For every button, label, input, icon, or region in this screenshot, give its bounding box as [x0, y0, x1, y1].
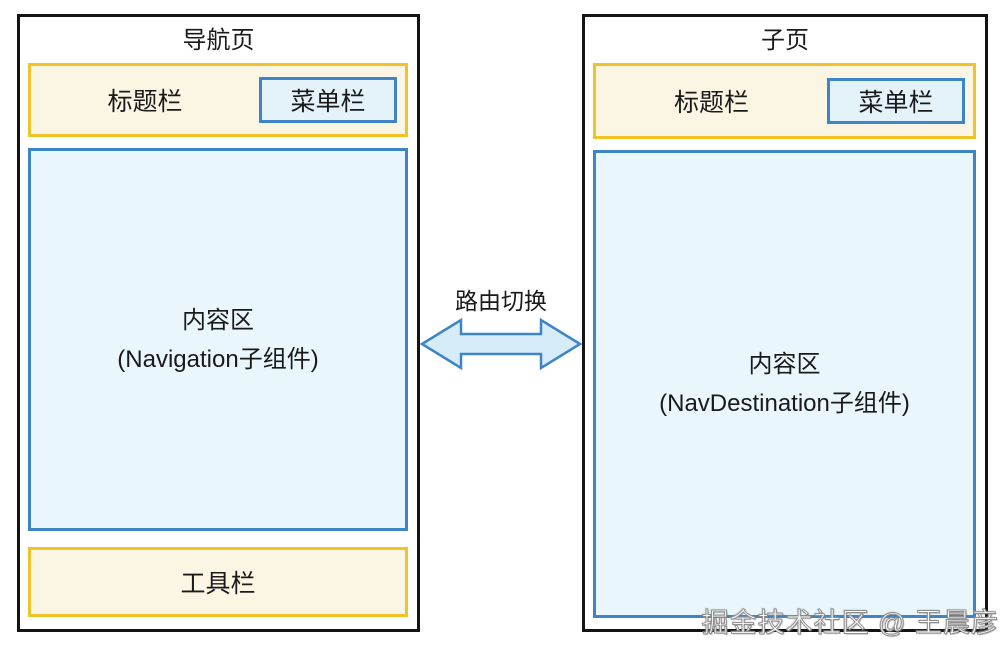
- navigation-page-panel: 导航页 标题栏 菜单栏 内容区 (Navigation子组件) 工具栏: [17, 14, 420, 632]
- route-switch-connector: 路由切换: [420, 288, 582, 370]
- double-arrow-icon: [420, 318, 582, 370]
- right-content-line2: (NavDestination子组件): [659, 390, 910, 417]
- right-title-bar-label: 标题栏: [673, 89, 749, 117]
- right-content-line1: 内容区: [748, 351, 821, 378]
- right-menu-bar-box: 菜单栏: [827, 78, 965, 124]
- route-switch-label: 路由切换: [455, 288, 547, 314]
- right-title-bar: 标题栏 菜单栏: [593, 63, 976, 139]
- sub-page-panel: 子页 标题栏 菜单栏 内容区 (NavDestination子组件): [582, 14, 988, 632]
- left-content-area: 内容区 (Navigation子组件): [28, 148, 408, 531]
- left-panel-title: 导航页: [182, 27, 255, 54]
- left-toolbar: 工具栏: [28, 547, 408, 617]
- left-title-bar-label: 标题栏: [107, 88, 183, 116]
- right-panel-title: 子页: [761, 27, 809, 54]
- right-content-area: 内容区 (NavDestination子组件): [593, 150, 976, 618]
- left-content-line1: 内容区: [182, 306, 254, 334]
- left-content-line2: (Navigation子组件): [117, 345, 319, 373]
- left-menu-bar-box: 菜单栏: [259, 77, 397, 123]
- left-title-bar: 标题栏 菜单栏: [28, 63, 408, 137]
- watermark: 掘金技术社区 @ 王晨彦: [701, 608, 999, 639]
- left-toolbar-label: 工具栏: [180, 570, 256, 598]
